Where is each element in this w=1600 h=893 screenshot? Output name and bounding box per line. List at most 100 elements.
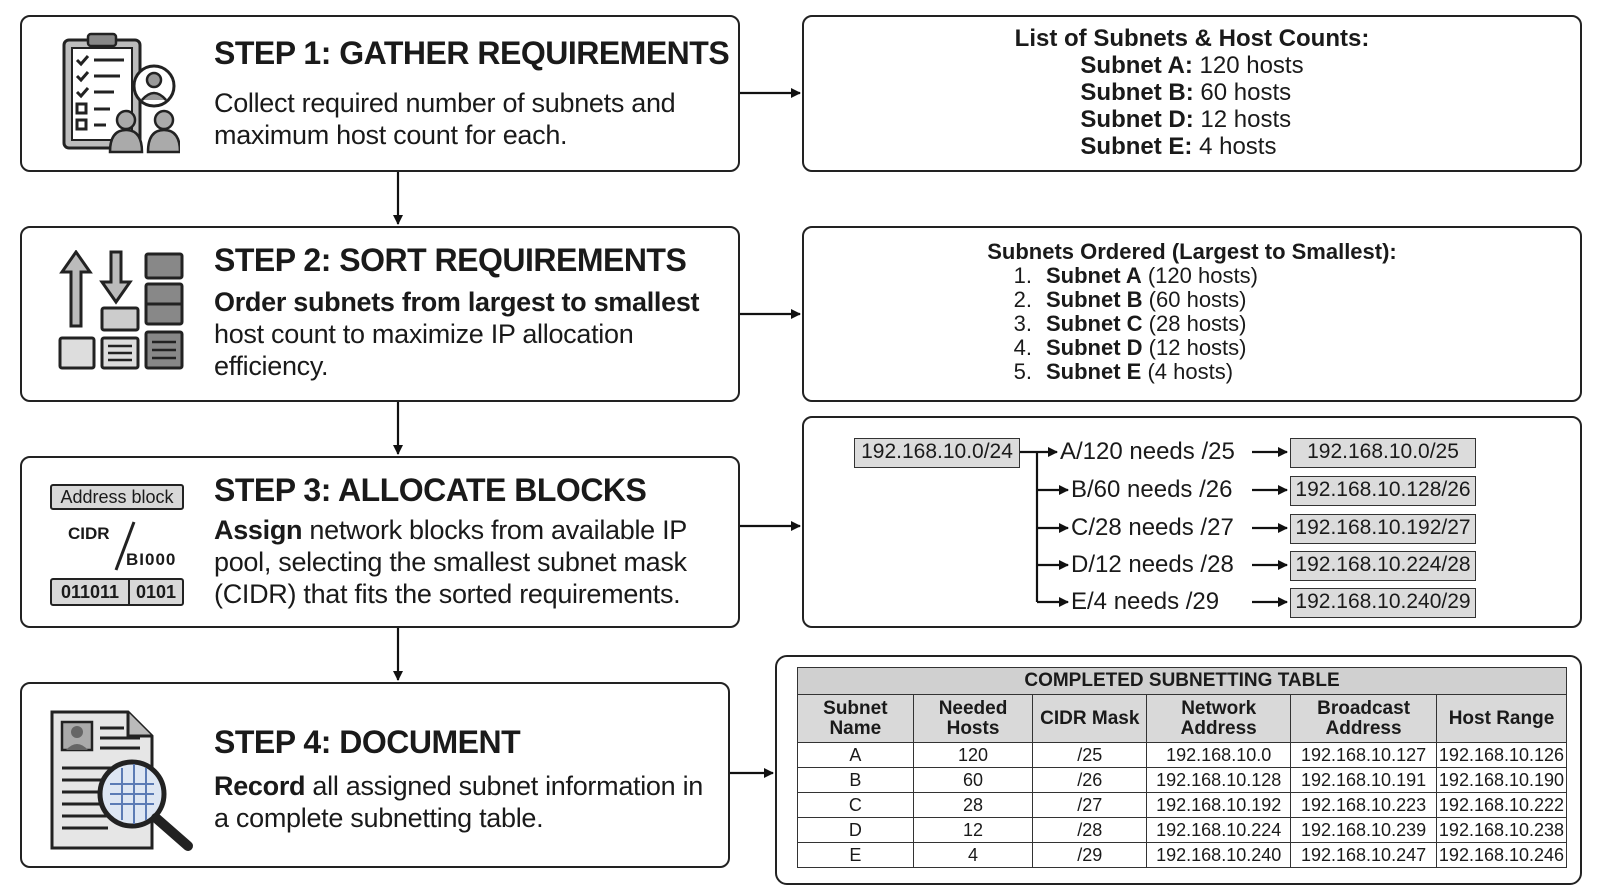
step4-description: Record all assigned subnet information i… [214,770,719,834]
requirement-item: Subnet A: 120 hosts [1080,52,1303,79]
ordered-name: Subnet C [1046,311,1143,336]
step2-description-rest: host count to maximize IP allocation eff… [214,319,634,381]
ordered-num: 2. [1013,287,1032,312]
table-cell: 192.168.10.247 [1290,842,1437,868]
step2-box: STEP 2: SORT REQUIREMENTS Order subnets … [20,226,740,402]
allocation-need: A/120 needs /25 [1060,438,1235,465]
table-cell: /27 [1032,792,1148,818]
allocation-need: D/12 needs /28 [1071,551,1234,578]
ordered-name: Subnet B [1046,287,1143,312]
ordered-num: 5. [1013,359,1032,384]
ordered-hosts: (60 hosts) [1142,287,1247,312]
table-cell: 192.168.10.128 [1146,767,1292,793]
ordered-item: 5. Subnet E (4 hosts) [994,360,1580,384]
table-cell: E [797,842,914,868]
table-cell: 192.168.10.224 [1146,817,1292,843]
table-cell: 192.168.10.190 [1435,767,1568,793]
sort-blocks-icon [58,250,184,370]
table-cell: 120 [912,742,1034,768]
allocation-need: C/28 needs /27 [1071,514,1234,541]
ordered-list: Subnets Ordered (Largest to Smallest): 1… [804,240,1580,384]
allocated-block: 192.168.10.224/28 [1290,551,1476,581]
step3-description-bold: Assign [214,515,303,545]
table-panel: COMPLETED SUBNETTING TABLE Subnet Name N… [775,655,1582,885]
allocation-need: E/4 needs /29 [1071,588,1220,615]
allocated-block: 192.168.10.192/27 [1290,514,1476,544]
table-cell: C [797,792,914,818]
requirement-item: Subnet D: 12 hosts [1080,106,1303,133]
step3-description: Assign network blocks from available IP … [214,514,729,610]
requirement-item: Subnet B: 60 hosts [1080,79,1303,106]
bits-left: 011011 [52,580,130,604]
bits-row: 011011 0101 [50,578,184,606]
table-header: Broadcast Address [1290,694,1437,743]
table-cell: 192.168.10.191 [1290,767,1437,793]
table-header: Subnet Name [797,694,914,743]
table-cell: /28 [1032,817,1148,843]
requirements-list: List of Subnets & Host Counts: Subnet A:… [804,25,1580,160]
allocation-panel [802,416,1582,628]
step3-title: STEP 3: ALLOCATE BLOCKS [214,472,647,508]
requirement-item: Subnet E: 4 hosts [1080,133,1303,160]
requirement-hosts: 60 hosts [1193,79,1292,106]
ordered-hosts: (4 hosts) [1141,359,1234,384]
table-cell: 28 [912,792,1034,818]
table-cell: 192.168.10.126 [1435,742,1568,768]
ordered-name: Subnet E [1046,359,1142,384]
requirement-name: Subnet D: [1080,106,1194,133]
ordered-item: 1.Subnet A (120 hosts) [994,264,1580,288]
table-cell: B [797,767,914,793]
step2-description-bold: Order subnets from largest to smallest [214,287,700,317]
ordered-hosts: (28 hosts) [1142,311,1247,336]
table-cell: /25 [1032,742,1148,768]
ordered-num: 1. [1013,263,1032,288]
ordered-name: Subnet A [1046,263,1142,288]
ordered-item: 4. Subnet D (12 hosts) [994,336,1580,360]
table-cell: 192.168.10.240 [1146,842,1292,868]
step2-title: STEP 2: SORT REQUIREMENTS [214,242,687,278]
ordered-name: Subnet D [1046,335,1143,360]
bits-tail: 0101 [135,582,177,602]
ordered-panel: Subnets Ordered (Largest to Smallest): 1… [802,226,1582,402]
requirement-hosts: 120 hosts [1192,52,1304,79]
table-cell: 12 [912,817,1034,843]
table-header: CIDR Mask [1032,694,1148,743]
requirement-hosts: 4 hosts [1192,133,1277,160]
ordered-num: 4. [1013,335,1032,360]
step4-description-bold: Record [214,771,306,801]
pool-block: 192.168.10.0/24 [854,438,1020,468]
requirement-hosts: 12 hosts [1193,106,1292,133]
table-header: Needed Hosts [912,694,1034,743]
table-cell: 192.168.10.192 [1146,792,1292,818]
allocated-block: 192.168.10.0/25 [1290,438,1476,468]
ordered-item: 2. Subnet B (60 hosts) [994,288,1580,312]
table-cell: 192.168.10.239 [1290,817,1437,843]
document-search-icon [50,710,193,851]
allocated-block: 192.168.10.240/29 [1290,588,1476,618]
allocation-need: B/60 needs /26 [1071,476,1233,503]
ordered-item: 3. Subnet C (28 hosts) [994,312,1580,336]
table-cell: 192.168.10.222 [1435,792,1568,818]
ordered-num: 3. [1013,311,1032,336]
step4-description-rest: all assigned subnet information in a com… [214,771,703,833]
step1-description: Collect required number of subnets and m… [214,88,676,150]
subnetting-table: COMPLETED SUBNETTING TABLE Subnet Name N… [797,667,1568,868]
table-cell: 60 [912,767,1034,793]
allocated-block: 192.168.10.128/26 [1290,476,1476,506]
step1-box: STEP 1: GATHER REQUIREMENTS Collect requ… [20,15,740,172]
step4-title: STEP 4: DOCUMENT [214,724,521,760]
step3-box: Address block CIDR BI000 011011 0101 STE… [20,456,740,628]
table-cell: 192.168.10.246 [1435,842,1568,868]
slash-icon [114,521,136,571]
cidr-label: CIDR [68,524,110,543]
checklist-users-icon [62,32,180,154]
table-cell: 4 [912,842,1034,868]
ordered-hosts: (12 hosts) [1142,335,1247,360]
table-cell: 192.168.10.223 [1290,792,1437,818]
table-cell: /26 [1032,767,1148,793]
